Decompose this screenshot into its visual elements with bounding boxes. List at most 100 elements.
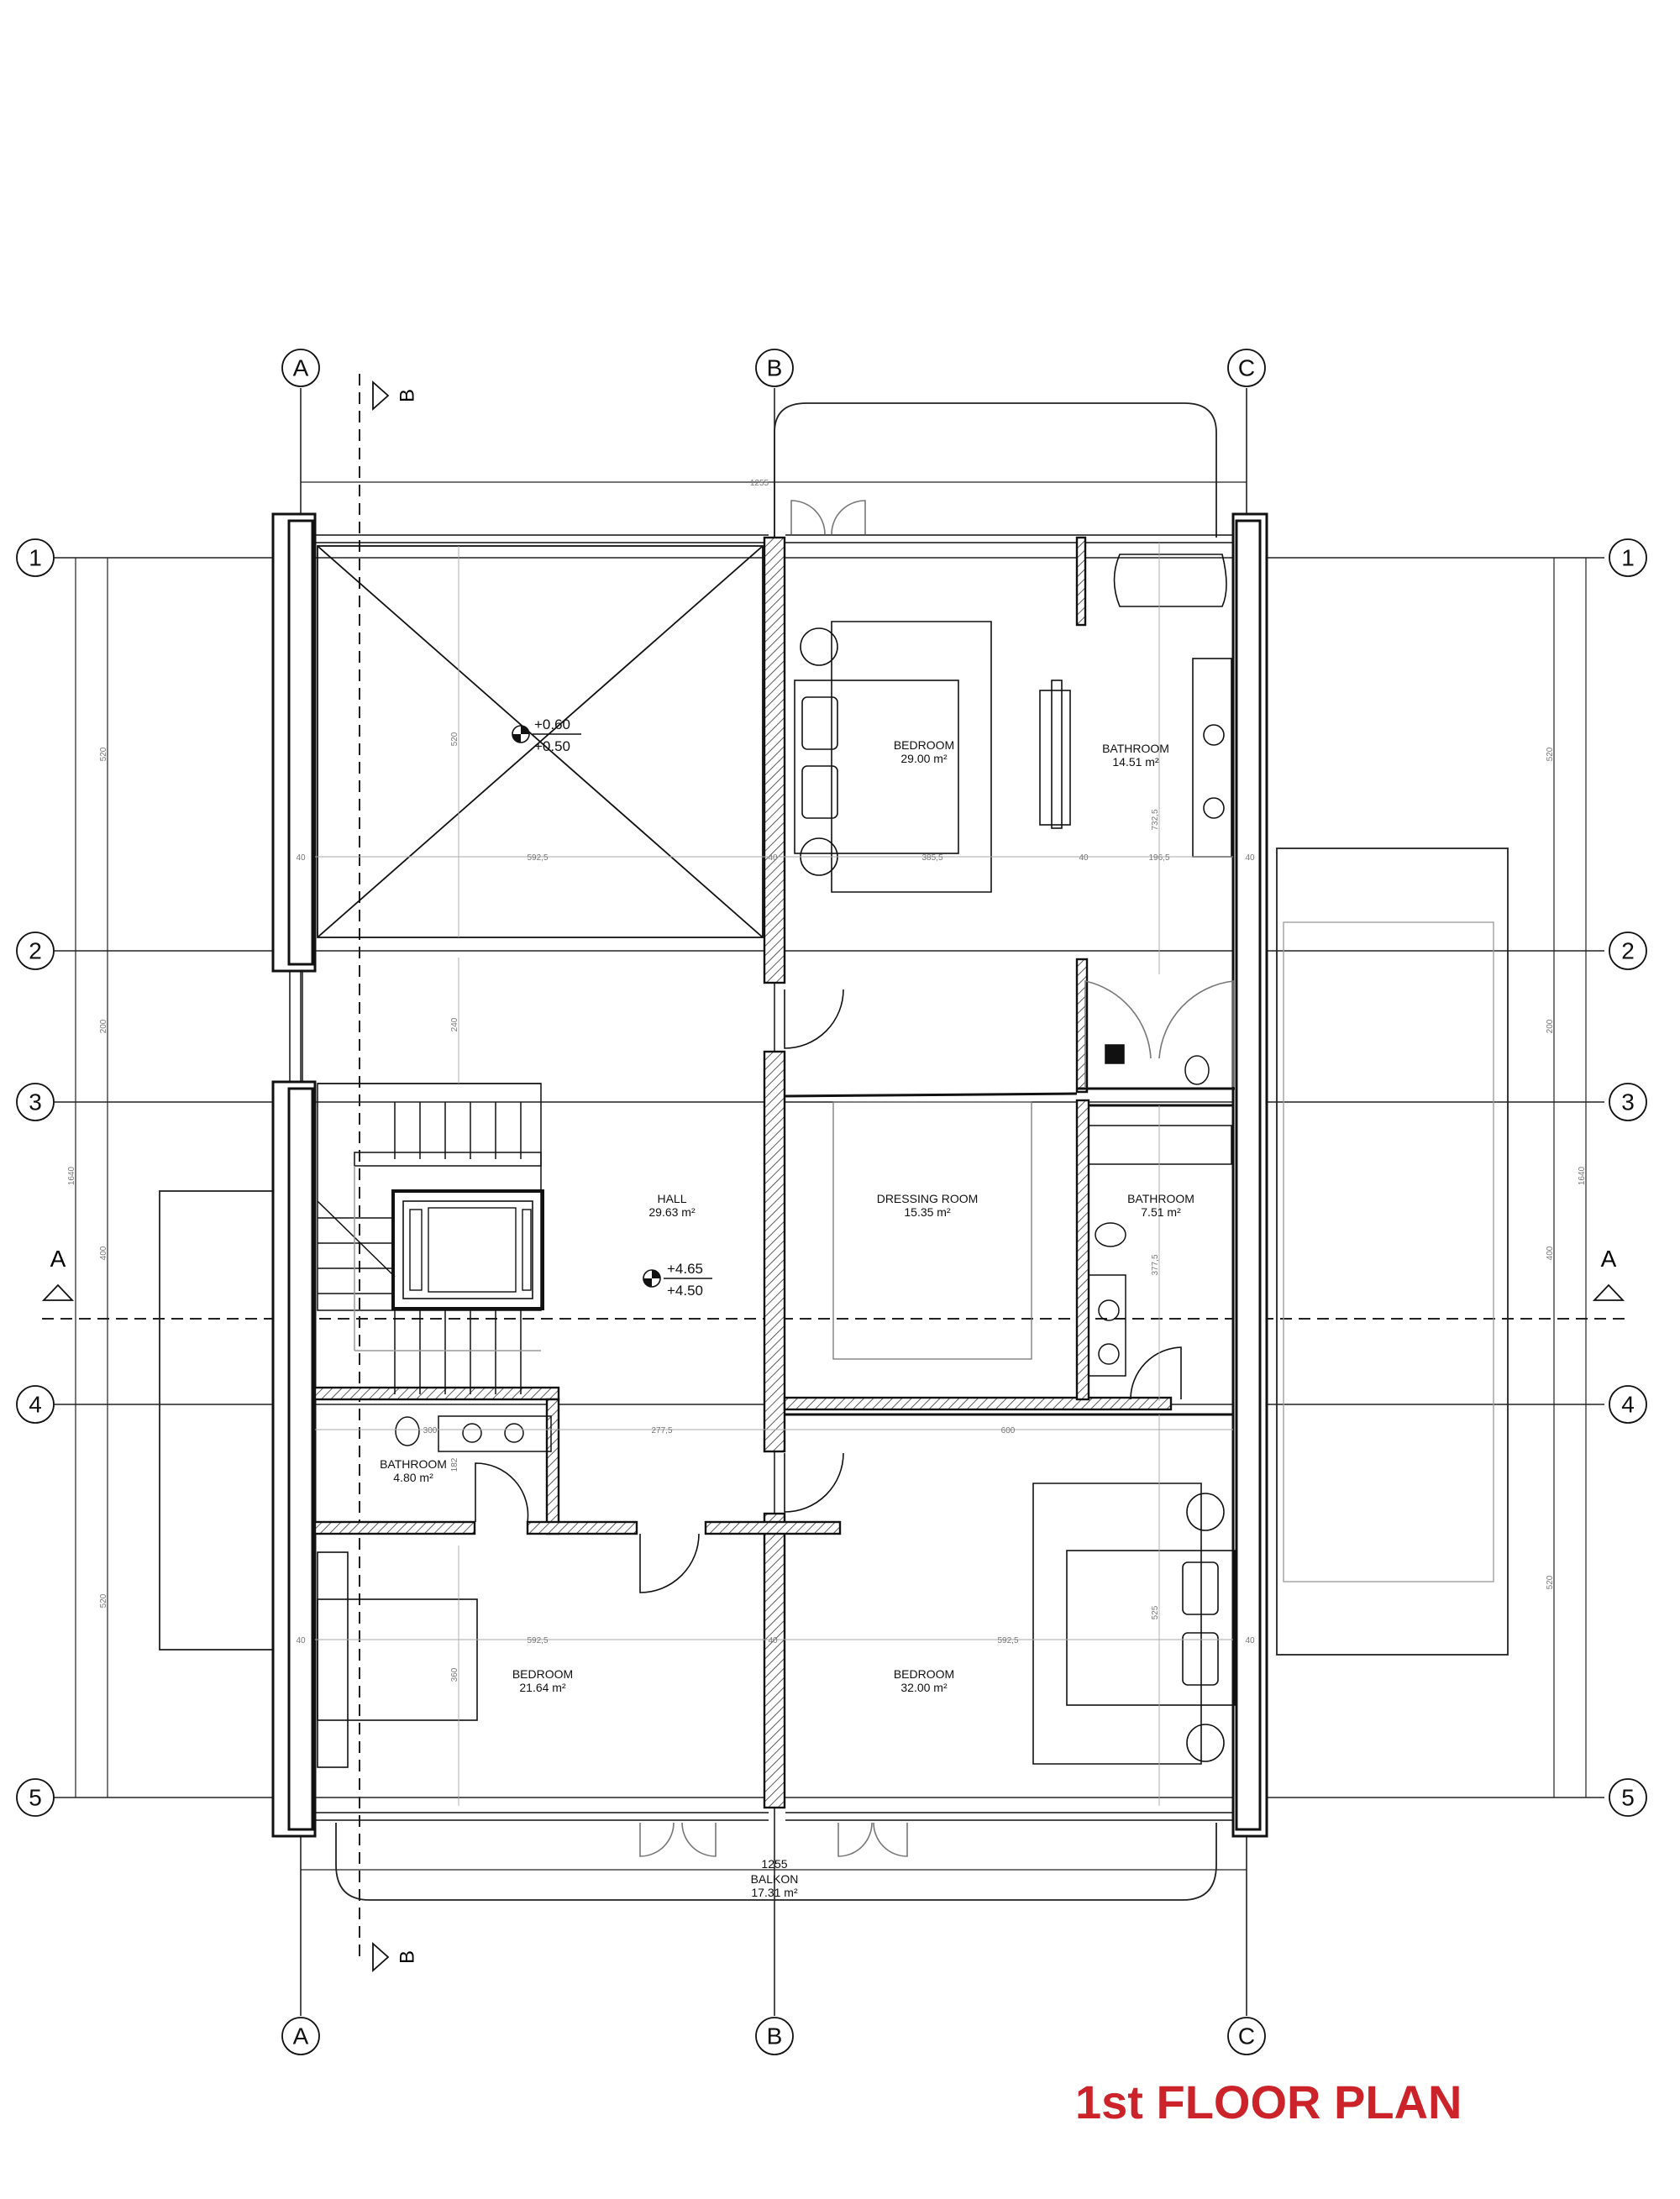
room-label-bedroom-left: BEDROOM 21.64 m² <box>512 1667 573 1694</box>
svg-text:17.31 m²: 17.31 m² <box>751 1886 798 1899</box>
bedroom-right-bed <box>1032 1483 1236 1765</box>
svg-text:A: A <box>293 355 309 381</box>
svg-text:+4.65: +4.65 <box>667 1261 703 1277</box>
svg-text:40: 40 <box>768 853 778 863</box>
svg-text:400: 400 <box>1546 1246 1555 1260</box>
svg-text:A: A <box>293 2023 309 2049</box>
bathroom-fixtures <box>395 1044 1232 1452</box>
svg-text:C: C <box>1238 355 1255 381</box>
svg-text:2: 2 <box>1621 938 1635 964</box>
terrace-outlines <box>159 402 1509 1901</box>
svg-text:C: C <box>1238 2023 1255 2049</box>
svg-text:B: B <box>767 2023 783 2049</box>
svg-text:1640: 1640 <box>1578 1166 1587 1185</box>
svg-text:277,5: 277,5 <box>651 1426 672 1435</box>
svg-text:520: 520 <box>99 747 108 761</box>
row-bubble-2-right: 2 <box>1609 932 1647 970</box>
svg-text:B: B <box>396 389 419 402</box>
room-label-dressing: DRESSING ROOM 15.35 m² <box>877 1192 979 1219</box>
svg-text:1255: 1255 <box>750 479 769 488</box>
svg-text:592,5: 592,5 <box>527 853 548 863</box>
row-bubble-1-right: 1 <box>1609 538 1647 577</box>
column-bubble-c-bottom: C <box>1227 2017 1266 2055</box>
level-marker-void: +0.60 +0.50 <box>512 716 581 754</box>
room-label-hall: HALL 29.63 m² <box>648 1192 696 1219</box>
svg-text:3: 3 <box>29 1089 42 1115</box>
dimension-guides <box>315 543 1233 1806</box>
room-label-bedroom-right: BEDROOM 32.00 m² <box>894 1667 954 1694</box>
svg-text:520: 520 <box>1546 747 1555 761</box>
svg-text:+0.60: +0.60 <box>534 716 570 732</box>
svg-text:196,5: 196,5 <box>1148 853 1169 863</box>
svg-text:4: 4 <box>1621 1392 1635 1418</box>
grid-bubbles: A B C A B C 1 2 3 4 5 1 2 3 4 5 <box>16 349 1647 2055</box>
svg-text:40: 40 <box>1079 853 1089 863</box>
row-bubble-3-right: 3 <box>1609 1083 1647 1121</box>
column-bubble-b-bottom: B <box>755 2017 794 2055</box>
svg-text:200: 200 <box>99 1019 108 1033</box>
level-marker-hall: +4.65 +4.50 <box>643 1261 712 1299</box>
bedroom-left-bed <box>317 1551 478 1768</box>
column-bubble-c-top: C <box>1227 349 1266 387</box>
svg-text:14.51 m²: 14.51 m² <box>1112 755 1159 769</box>
svg-text:7.51 m²: 7.51 m² <box>1141 1205 1181 1219</box>
svg-text:1640: 1640 <box>67 1166 76 1185</box>
svg-text:400: 400 <box>99 1246 108 1260</box>
row-bubble-1-left: 1 <box>16 538 55 577</box>
svg-text:BEDROOM: BEDROOM <box>894 738 954 752</box>
room-label-bathroom-small: BATHROOM 4.80 m² <box>380 1457 447 1484</box>
room-label-bedroom-master: BEDROOM 29.00 m² <box>894 738 954 765</box>
svg-text:29.63 m²: 29.63 m² <box>648 1205 696 1219</box>
svg-text:40: 40 <box>1245 853 1255 863</box>
column-bubble-b-top: B <box>755 349 794 387</box>
svg-text:520: 520 <box>99 1593 108 1608</box>
svg-text:4.80 m²: 4.80 m² <box>393 1471 433 1484</box>
svg-text:525: 525 <box>1151 1605 1160 1619</box>
master-bed <box>794 554 1232 893</box>
dressing-room-rug <box>832 1101 1032 1360</box>
svg-text:1: 1 <box>29 545 42 571</box>
svg-text:A: A <box>50 1246 66 1272</box>
svg-text:2: 2 <box>29 938 42 964</box>
svg-text:40: 40 <box>1245 1636 1255 1645</box>
room-label-balkon: 1255 BALKON 17.31 m² <box>751 1857 799 1899</box>
svg-text:5: 5 <box>1621 1785 1635 1811</box>
dimension-labels: 1255 1640 520 200 400 520 1640 520 200 4… <box>67 479 1587 1682</box>
section-marker-a-left: A <box>41 1246 75 1301</box>
row-bubble-5-right: 5 <box>1609 1778 1647 1817</box>
room-label-bathroom-mid: BATHROOM 7.51 m² <box>1127 1192 1194 1219</box>
svg-text:1: 1 <box>1621 545 1635 571</box>
svg-text:182: 182 <box>450 1457 459 1472</box>
svg-text:592,5: 592,5 <box>527 1636 548 1645</box>
column-bubble-a-top: A <box>281 349 320 387</box>
room-label-bathroom-master: BATHROOM 14.51 m² <box>1102 742 1169 769</box>
section-marker-b-bottom: B <box>372 1941 419 1973</box>
row-bubble-4-right: 4 <box>1609 1385 1647 1424</box>
svg-text:360: 360 <box>450 1667 459 1682</box>
svg-text:40: 40 <box>296 853 306 863</box>
svg-text:21.64 m²: 21.64 m² <box>519 1681 566 1694</box>
svg-text:377,5: 377,5 <box>1151 1254 1160 1275</box>
svg-text:5: 5 <box>29 1785 42 1811</box>
svg-text:3: 3 <box>1621 1089 1635 1115</box>
svg-text:300: 300 <box>423 1426 438 1435</box>
interior-walls <box>313 536 1173 1809</box>
column-bubble-a-bottom: A <box>281 2017 320 2055</box>
svg-text:32.00 m²: 32.00 m² <box>900 1681 948 1694</box>
svg-text:520: 520 <box>1546 1575 1555 1589</box>
staircase <box>317 1083 542 1394</box>
svg-text:40: 40 <box>768 1636 778 1645</box>
door-swings <box>475 500 1234 1857</box>
dimension-chains <box>75 481 1587 1871</box>
section-marker-a-right: A <box>1592 1246 1625 1301</box>
svg-text:200: 200 <box>1546 1019 1555 1033</box>
svg-text:BEDROOM: BEDROOM <box>894 1667 954 1681</box>
svg-text:B: B <box>396 1950 419 1964</box>
facade-walls <box>271 512 1268 1838</box>
svg-text:BATHROOM: BATHROOM <box>1102 742 1169 755</box>
svg-text:732,5: 732,5 <box>1151 809 1160 830</box>
section-marker-b-top: B <box>372 380 419 412</box>
svg-text:BALKON: BALKON <box>751 1872 799 1886</box>
svg-text:HALL: HALL <box>657 1192 686 1205</box>
